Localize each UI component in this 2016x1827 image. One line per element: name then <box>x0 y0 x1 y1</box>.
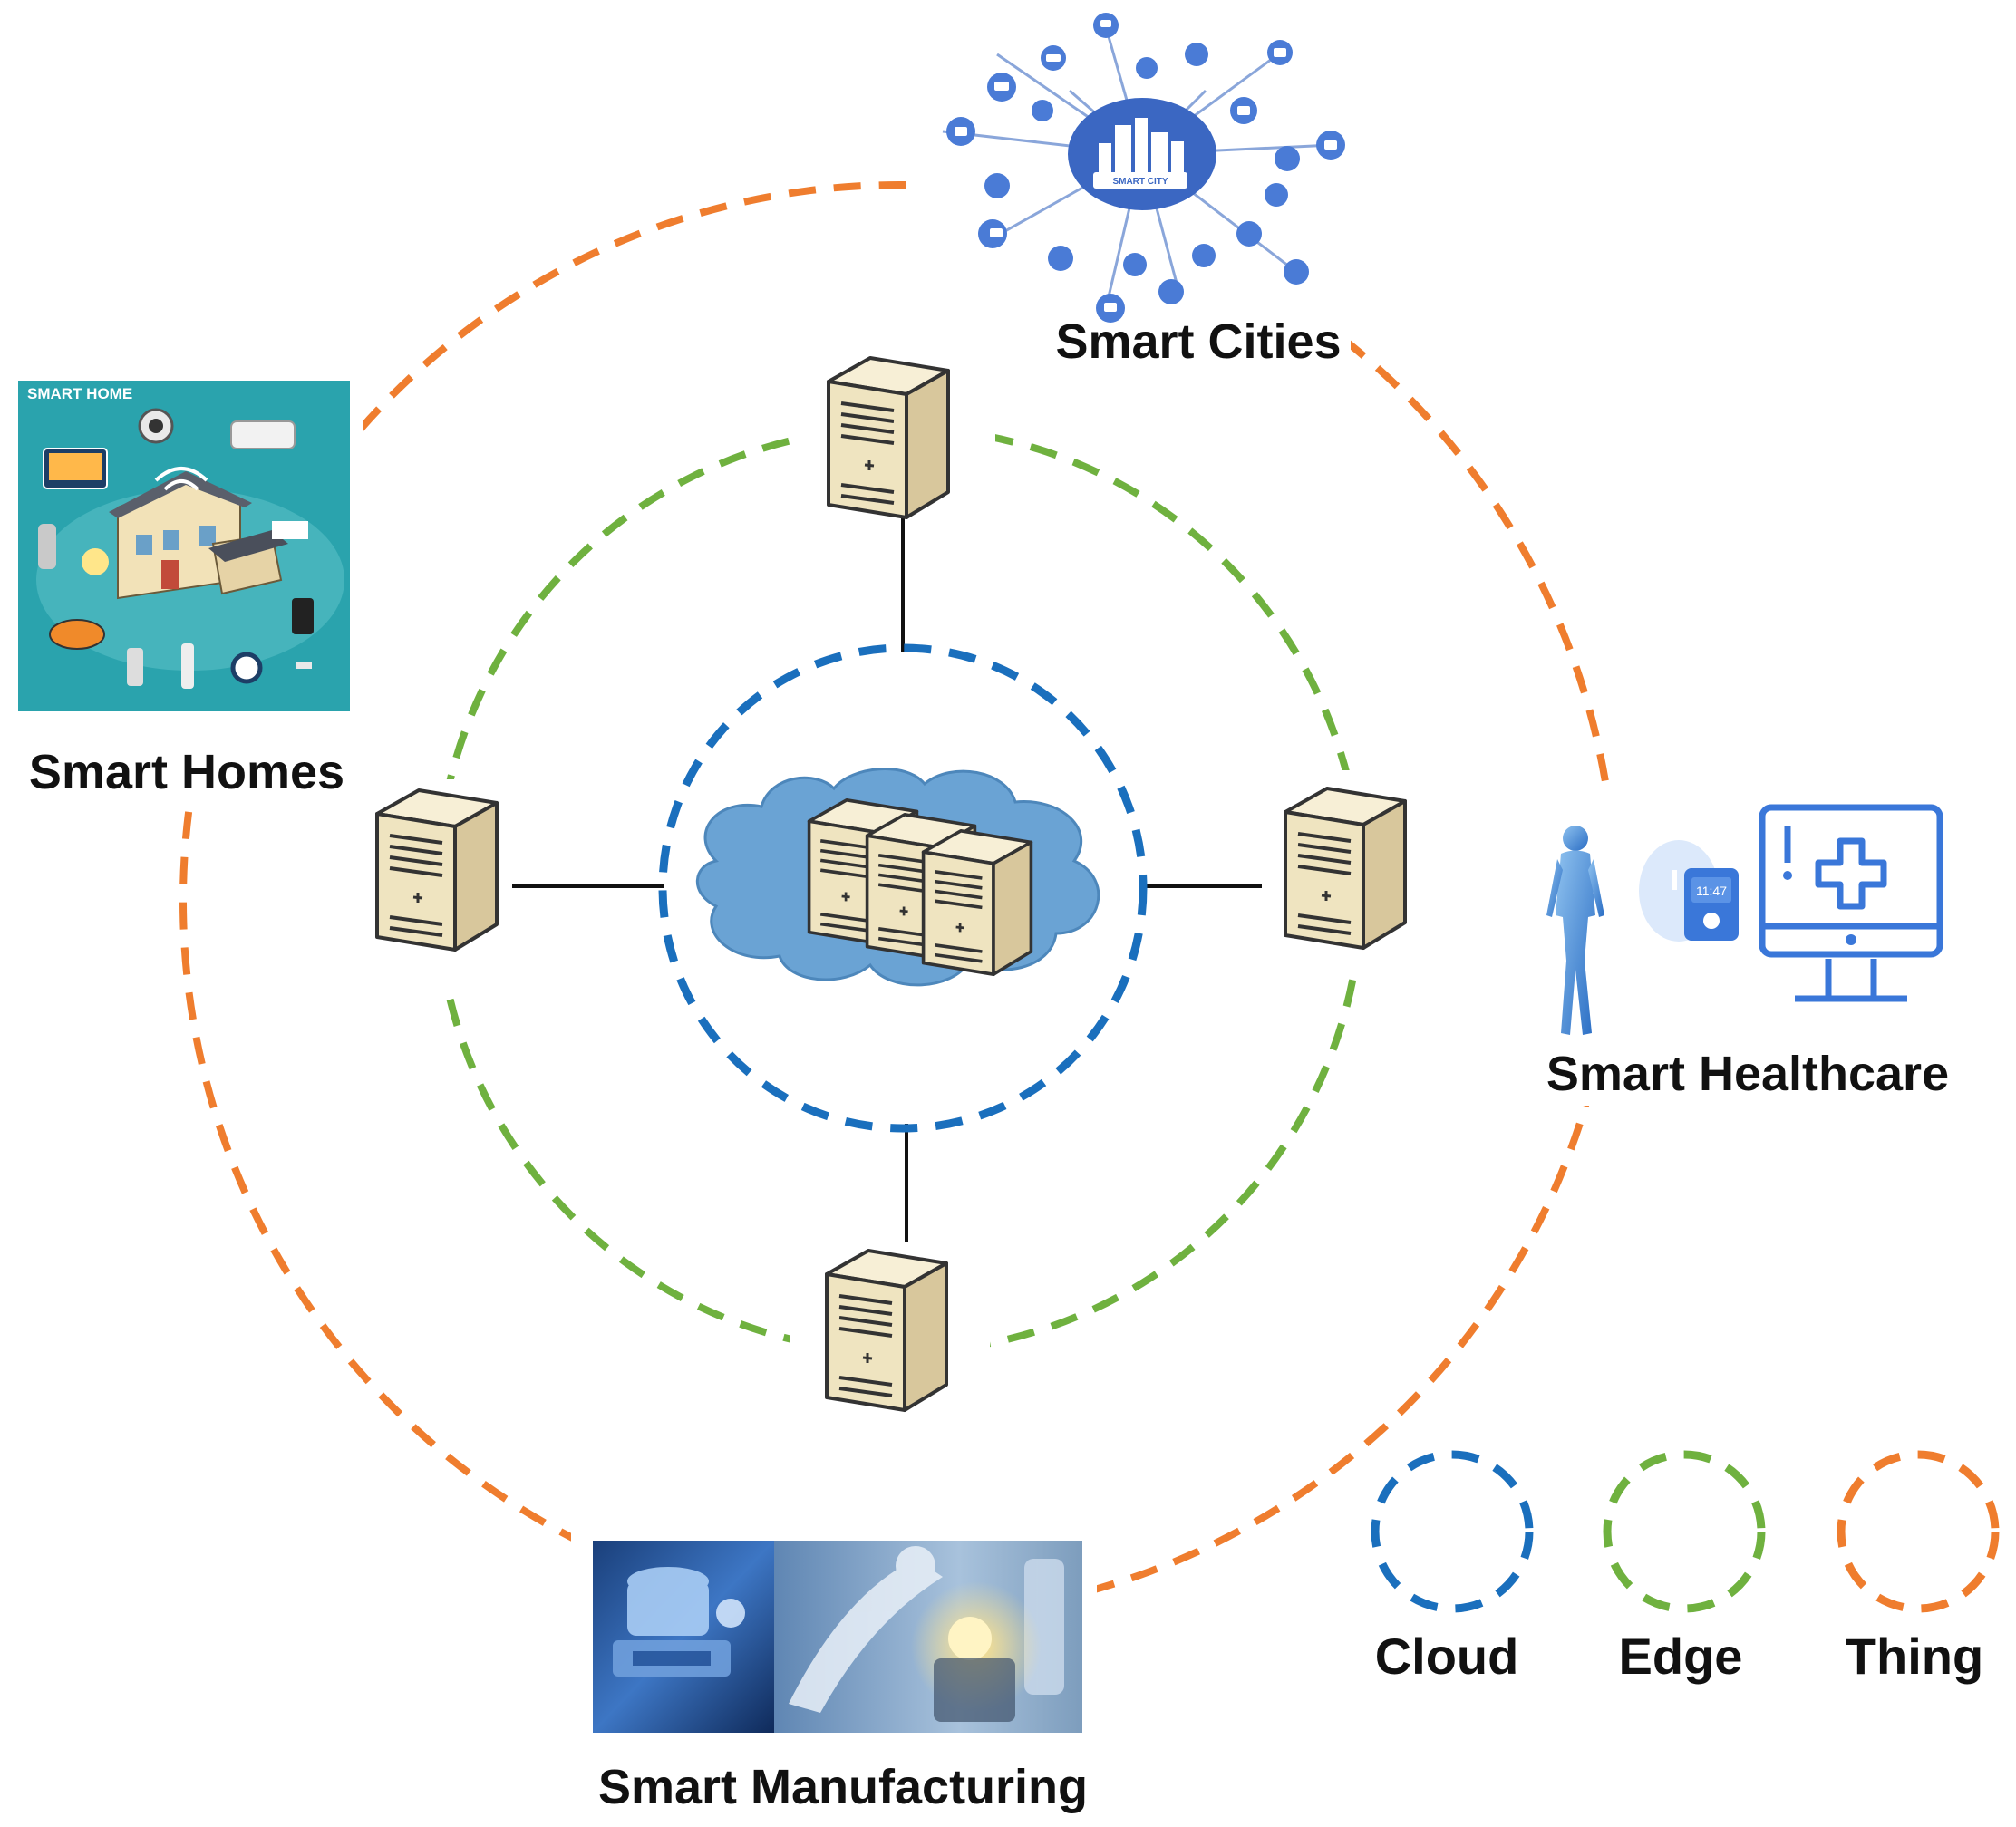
smart-homes-label: Smart Homes <box>29 745 344 799</box>
medical-monitor-icon <box>1759 804 1943 1002</box>
server-icon <box>375 788 499 952</box>
manufacturing-photo <box>593 1541 1082 1733</box>
legend-label-cloud: Cloud <box>1375 1628 1519 1685</box>
edge-server-left <box>375 788 499 952</box>
legend-label-thing: Thing <box>1846 1628 1983 1685</box>
connector-lines <box>497 508 1289 1251</box>
edge-server-bottom <box>825 1249 948 1412</box>
wearable-watch-icon: 11:47 <box>1639 840 1739 942</box>
server-icon <box>921 828 1033 976</box>
smart-city-network-icon: SMART CITY <box>942 13 1345 323</box>
edge-server-top <box>827 356 950 519</box>
smart-home-illustration: SMART HOME <box>18 381 350 711</box>
server-icon <box>827 356 950 519</box>
legend-item-edge: Edge <box>1603 1450 1766 1685</box>
server-icon <box>825 1249 948 1412</box>
smart-healthcare-label: Smart Healthcare <box>1546 1047 1949 1101</box>
health-monitor-icon: 11:47 <box>1546 804 1943 1035</box>
edge-server-right <box>1284 787 1407 950</box>
legend-item-thing: Thing <box>1837 1450 2000 1685</box>
legend-item-cloud: Cloud <box>1371 1450 1534 1685</box>
human-body-figure <box>1546 826 1604 1035</box>
smart-manufacturing-label: Smart Manufacturing <box>598 1760 1088 1814</box>
watch-time: 11:47 <box>1696 884 1727 898</box>
server-icon <box>1284 787 1407 950</box>
city-badge-text: SMART CITY <box>1112 177 1168 187</box>
legend: Cloud Edge Thing <box>1371 1450 2000 1685</box>
smart-home-banner: SMART HOME <box>27 385 132 402</box>
cloud-ring <box>658 643 1148 1133</box>
legend-label-edge: Edge <box>1619 1628 1743 1685</box>
smart-cities-label: Smart Cities <box>1055 314 1341 369</box>
